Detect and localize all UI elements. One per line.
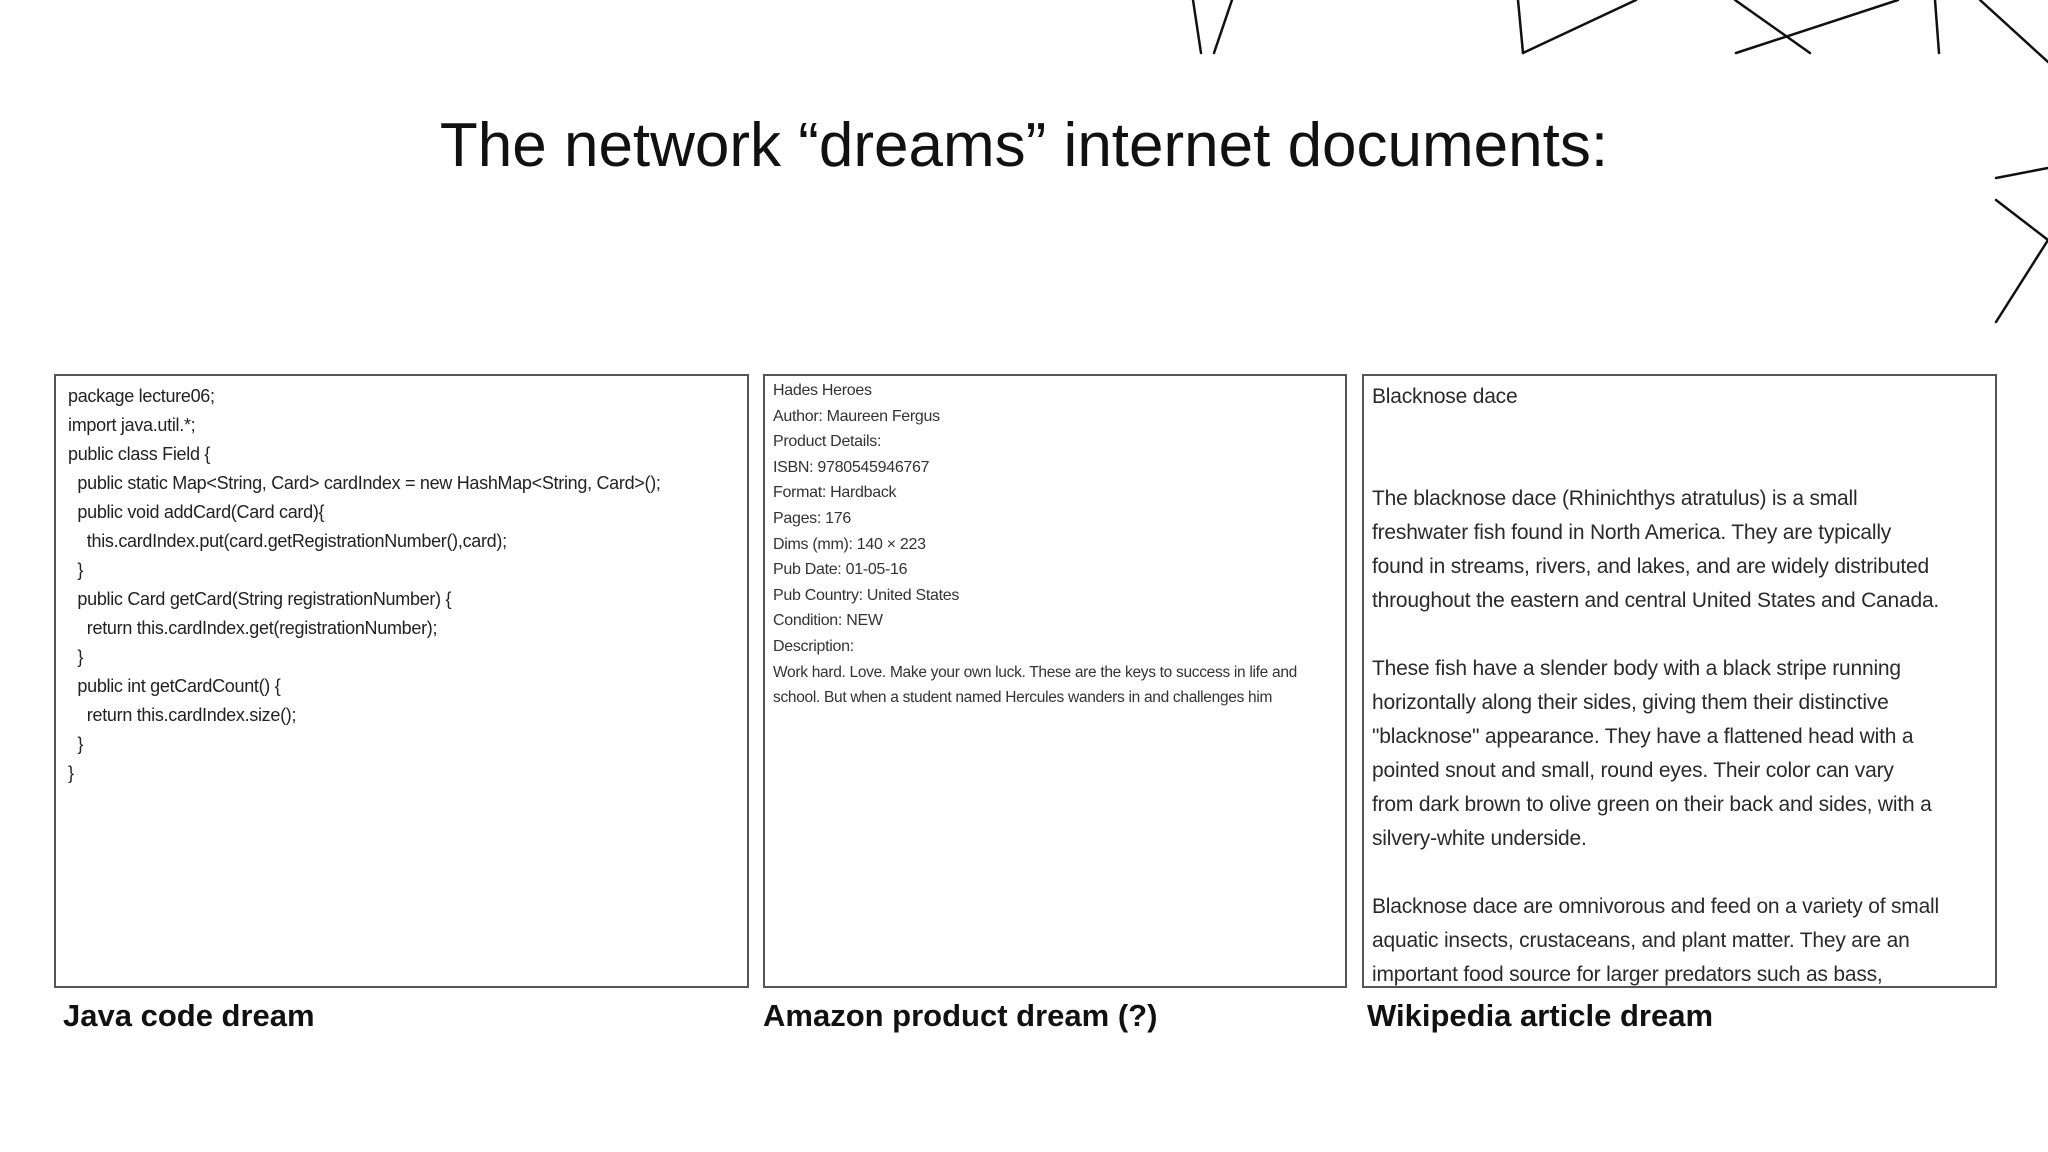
java-code-panel: package lecture06; import java.util.*; p… — [54, 374, 749, 988]
article-line: The blacknose dace (Rhinichthys atratulu… — [1372, 487, 1858, 510]
code-line: public static Map<String, Card> cardInde… — [68, 473, 661, 493]
decor-line — [1933, 0, 1941, 55]
code-line: public int getCardCount() { — [68, 676, 281, 696]
article-line: "blacknose" appearance. They have a flat… — [1372, 725, 1914, 748]
article-line: aquatic insects, crustaceans, and plant … — [1372, 929, 1910, 952]
decor-line — [1521, 0, 1638, 55]
product-line: Condition: NEW — [773, 612, 883, 630]
decor-line — [1978, 0, 2048, 64]
product-line: Hades Heroes — [773, 382, 872, 399]
code-line: this.cardIndex.put(card.getRegistrationN… — [68, 531, 507, 551]
product-line: Description: — [773, 637, 854, 655]
slide-title: The network “dreams” internet documents: — [439, 111, 1609, 180]
decor-line — [1191, 0, 1203, 55]
code-line: package lecture06; — [68, 386, 215, 406]
code-line: public class Field { — [68, 444, 211, 464]
article-line: silvery-white underside. — [1372, 827, 1587, 850]
code-line: } — [68, 734, 84, 754]
product-line: Pages: 176 — [773, 509, 851, 527]
article-line: horizontally along their sides, giving t… — [1372, 691, 1889, 714]
code-line: return this.cardIndex.size(); — [68, 705, 297, 725]
java-code-caption: Java code dream — [63, 998, 315, 1033]
code-line: return this.cardIndex.get(registrationNu… — [68, 618, 438, 638]
article-line: found in streams, rivers, and lakes, and… — [1372, 555, 1930, 578]
amazon-product-panel: Hades Heroes Author: Maureen Fergus Prod… — [763, 374, 1347, 988]
article-line: pointed snout and small, round eyes. The… — [1372, 759, 1894, 782]
spacer — [1372, 414, 1995, 448]
product-line: Dims (mm): 140 × 223 — [773, 535, 926, 553]
product-line: Author: Maureen Fergus — [773, 407, 940, 425]
article-line: important food source for larger predato… — [1372, 963, 1883, 986]
code-line: } — [68, 560, 84, 580]
product-line: Format: Hardback — [773, 484, 897, 502]
spacer — [1372, 618, 1995, 652]
spacer — [1372, 448, 1995, 482]
article-line: Blacknose dace are omnivorous and feed o… — [1372, 895, 1939, 918]
article-heading: Blacknose dace — [1372, 385, 1518, 408]
amazon-product-body: Hades Heroes Author: Maureen Fergus Prod… — [765, 376, 1345, 711]
product-line: Pub Date: 01-05-16 — [773, 561, 908, 579]
decor-line — [1516, 0, 1525, 55]
decor-line — [1212, 0, 1234, 55]
java-code-body: package lecture06; import java.util.*; p… — [56, 376, 747, 788]
decor-line — [1994, 238, 2048, 324]
product-line: ISBN: 9780545946767 — [773, 458, 930, 476]
product-description-line: school. But when a student named Hercule… — [773, 689, 1273, 707]
product-line: Product Details: — [773, 433, 882, 451]
decor-line — [1994, 198, 2048, 242]
article-line: from dark brown to olive green on their … — [1372, 793, 1932, 816]
code-line: } — [68, 763, 74, 783]
decor-line — [1734, 0, 1900, 55]
code-line: } — [68, 647, 84, 667]
article-line: These fish have a slender body with a bl… — [1372, 657, 1901, 680]
spacer — [1372, 856, 1995, 890]
article-line: throughout the eastern and central Unite… — [1372, 589, 1940, 612]
code-line: public Card getCard(String registrationN… — [68, 589, 452, 609]
code-line: import java.util.*; — [68, 415, 196, 435]
product-description-line: Work hard. Love. Make your own luck. The… — [773, 663, 1297, 681]
article-line: freshwater fish found in North America. … — [1372, 521, 1892, 544]
amazon-product-caption: Amazon product dream (?) — [763, 998, 1158, 1033]
wikipedia-article-panel: Blacknose dace The blacknose dace (Rhini… — [1362, 374, 1997, 988]
decor-line — [1733, 0, 1812, 55]
code-line: public void addCard(Card card){ — [68, 502, 325, 522]
wikipedia-article-caption: Wikipedia article dream — [1367, 998, 1714, 1033]
wikipedia-article-body: Blacknose dace The blacknose dace (Rhini… — [1364, 376, 1995, 986]
product-line: Pub Country: United States — [773, 586, 960, 604]
